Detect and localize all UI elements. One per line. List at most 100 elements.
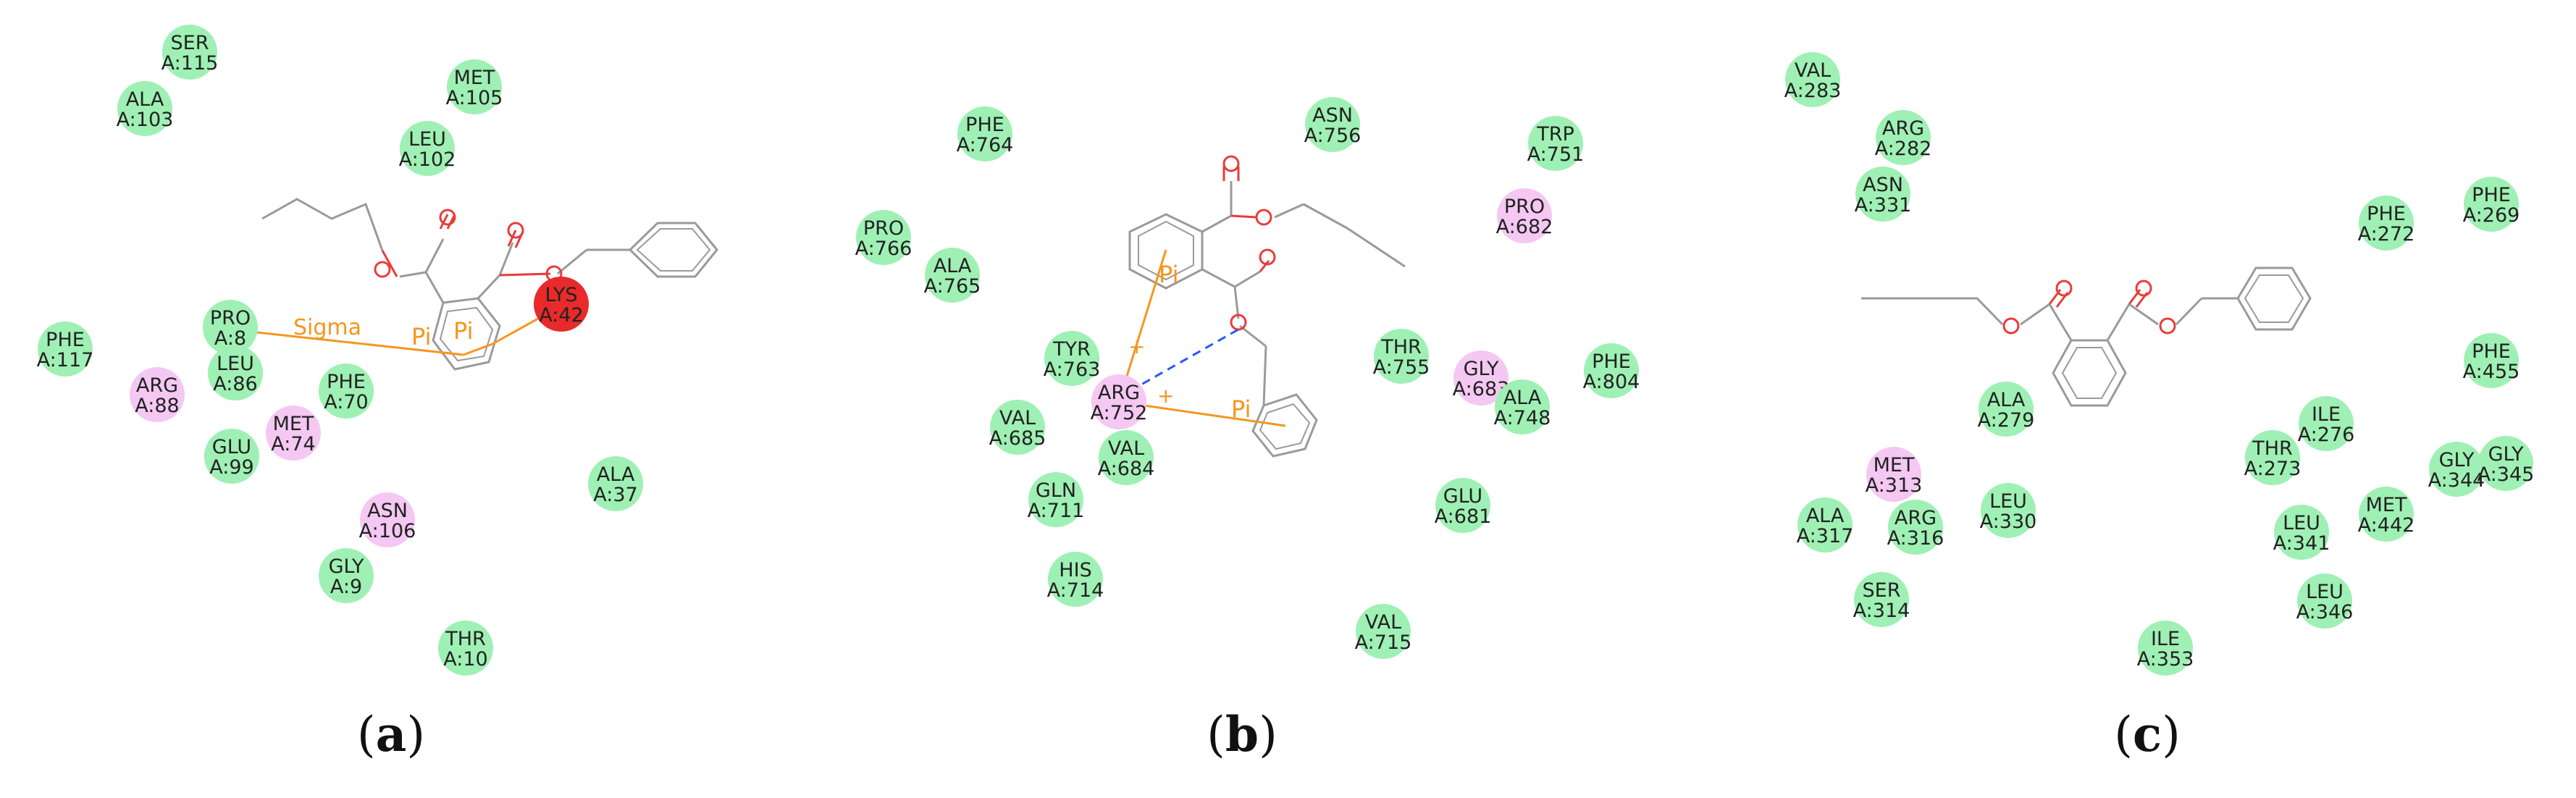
residue-bubble — [2429, 442, 2484, 497]
residue-number: A:764 — [957, 134, 1014, 156]
residue-name: VAL — [999, 407, 1036, 429]
residue-name: VAL — [1365, 611, 1401, 634]
residue-bubble — [1099, 430, 1154, 485]
residue-name: PHE — [1592, 350, 1631, 373]
residue-number: A:10 — [443, 648, 487, 671]
residue-bubble — [204, 429, 259, 484]
interaction-label-pi-2: Pi — [453, 317, 473, 345]
residue-bubble — [162, 25, 217, 80]
residue-bubble — [208, 345, 263, 400]
residue-group-a: SERA:115ALAA:103META:105LEUA:102LYSA:42P… — [37, 25, 643, 676]
residue-bubble — [1028, 472, 1083, 527]
residue-name: ASN — [367, 500, 408, 522]
residue-bubble — [203, 300, 258, 355]
residue-bubble — [117, 81, 172, 136]
residue-name: GLU — [212, 436, 251, 458]
residue-bubble — [2245, 430, 2300, 485]
residue-name: GLY — [2439, 449, 2475, 471]
residue-name: PHE — [2472, 184, 2511, 206]
residue-name: TYR — [1052, 338, 1091, 361]
residue-name: ALA — [1503, 387, 1542, 409]
caption-b: (b) — [1207, 706, 1277, 763]
residue-number: A:316 — [1887, 527, 1944, 550]
residue-bubble — [2478, 436, 2533, 491]
residue-number: A:70 — [324, 391, 368, 413]
residue-number: A:345 — [2478, 463, 2535, 486]
residue-name: SER — [1863, 579, 1901, 602]
oxygen-atoms-c — [2002, 280, 2176, 335]
residue-number: A:313 — [1866, 474, 1923, 497]
residue-name: PRO — [1504, 196, 1545, 218]
residue-bubble — [990, 400, 1045, 455]
residue-bubble — [1495, 379, 1550, 434]
residue-bubble — [2299, 396, 2354, 451]
residue-bubble — [2274, 505, 2329, 560]
interaction-label-plus-b2: + — [1157, 384, 1174, 408]
residue-number: A:37 — [593, 484, 637, 506]
residue-number: A:273 — [2244, 458, 2302, 480]
panel-a: Sigma Pi Pi SERA:115ALAA:103META:105LEUA… — [37, 25, 718, 676]
interaction-label-pi-b1: Pi — [1159, 261, 1178, 288]
residue-bubble — [1453, 350, 1509, 406]
residue-number: A:684 — [1098, 458, 1155, 480]
caption-c-letter: c — [2132, 706, 2162, 763]
residue-name: PHE — [327, 371, 366, 393]
residue-bubble — [2297, 574, 2352, 629]
residue-number: A:685 — [989, 427, 1046, 450]
residue-number: A:282 — [1875, 138, 1932, 160]
residue-name: HIS — [1059, 559, 1091, 581]
residue-name: LEU — [2306, 581, 2344, 603]
residue-name: PRO — [863, 217, 904, 240]
residue-number: A:99 — [209, 456, 253, 479]
residue-name: LEU — [408, 128, 446, 151]
residue-number: A:682 — [1496, 216, 1553, 238]
residue-bubble — [1374, 329, 1429, 384]
residue-name: THR — [1380, 336, 1422, 358]
residue-name: MET — [2366, 494, 2407, 516]
residue-name: ALA — [597, 463, 635, 486]
residue-bubble — [438, 621, 493, 676]
interaction-label-pi-b2: Pi — [1231, 395, 1251, 423]
residue-number: A:748 — [1494, 407, 1551, 429]
residue-bubble — [447, 59, 502, 114]
residue-name: GLY — [329, 555, 364, 578]
residue-bubble — [319, 548, 374, 603]
residue-name: ALA — [126, 88, 164, 111]
residue-name: LEU — [217, 353, 254, 375]
residue-number: A:341 — [2273, 532, 2330, 555]
residue-bubble — [266, 406, 321, 461]
interaction-label-sigma: Sigma — [293, 315, 361, 340]
residue-bubble — [1048, 552, 1103, 607]
residue-number: A:765 — [924, 275, 981, 298]
ligand-structure-a — [261, 198, 718, 371]
residue-number: A:751 — [1527, 143, 1585, 166]
